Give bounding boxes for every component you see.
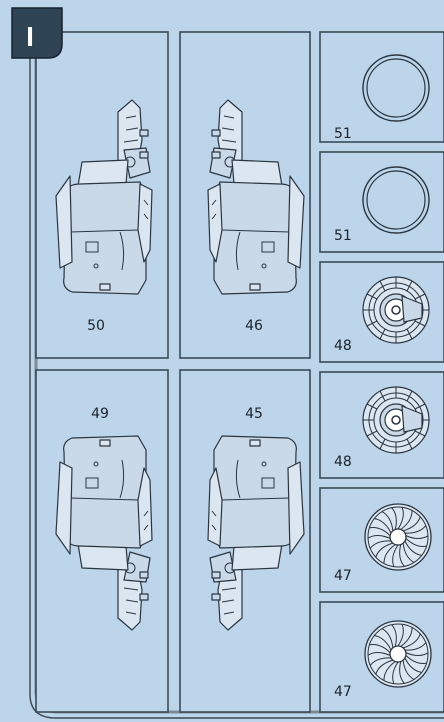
fan-face-icon — [362, 276, 430, 344]
part-number-45: 45 — [245, 406, 263, 422]
part-number-47-b: 47 — [334, 684, 352, 700]
part-number-51-b: 51 — [334, 228, 352, 244]
part-number-51-a: 51 — [334, 126, 352, 142]
sheet-badge: I — [11, 7, 63, 59]
cell-part-51-a — [319, 31, 444, 143]
fan-blades-icon — [364, 620, 432, 688]
cell-part-51-b — [319, 151, 444, 253]
part-number-46: 46 — [245, 318, 263, 334]
part-number-50: 50 — [87, 318, 105, 334]
part-number-48-a: 48 — [334, 338, 352, 354]
part-number-47-a: 47 — [334, 568, 352, 584]
part-number-49: 49 — [91, 406, 109, 422]
sheet-letter: I — [26, 21, 34, 52]
fan-face-icon — [362, 386, 430, 454]
fan-blades-icon — [364, 503, 432, 571]
part-number-48-b: 48 — [334, 454, 352, 470]
